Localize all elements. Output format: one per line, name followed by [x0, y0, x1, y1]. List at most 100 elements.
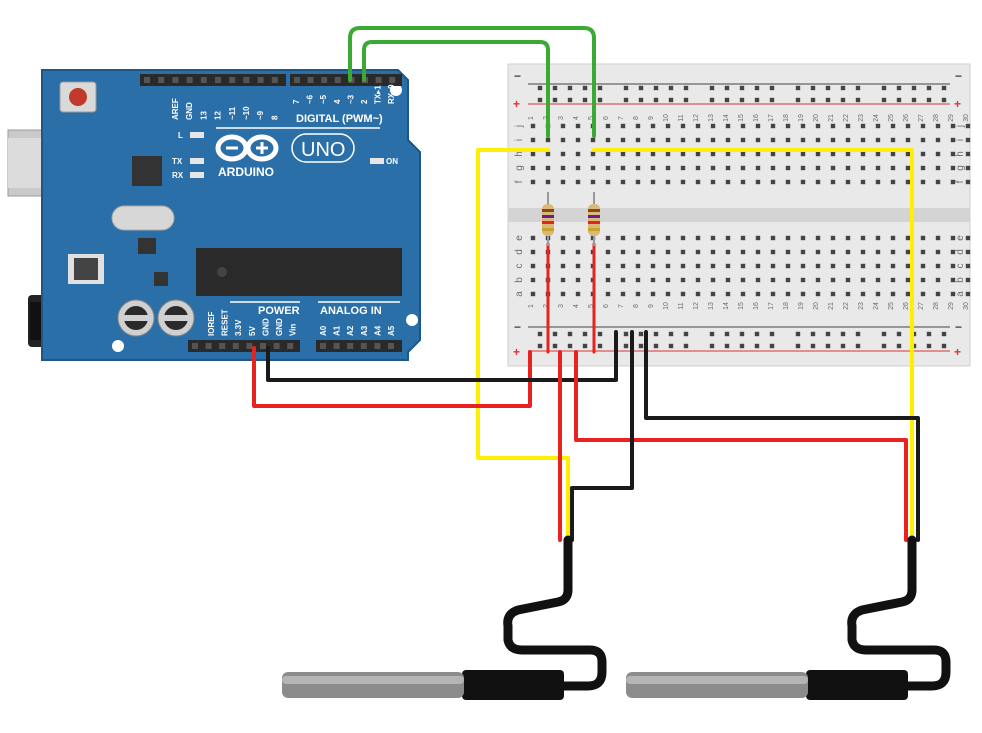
- breadboard-hole[interactable]: [920, 165, 926, 171]
- breadboard-hole[interactable]: [875, 179, 881, 185]
- breadboard-hole[interactable]: [840, 331, 846, 337]
- breadboard-hole[interactable]: [680, 277, 686, 283]
- breadboard-hole[interactable]: [845, 165, 851, 171]
- breadboard-hole[interactable]: [537, 331, 543, 337]
- breadboard-hole[interactable]: [800, 291, 806, 297]
- breadboard-hole[interactable]: [950, 165, 956, 171]
- breadboard-hole[interactable]: [560, 179, 566, 185]
- breadboard-hole[interactable]: [830, 151, 836, 157]
- breadboard-hole[interactable]: [950, 123, 956, 129]
- breadboard-hole[interactable]: [680, 151, 686, 157]
- breadboard-hole[interactable]: [638, 343, 644, 349]
- breadboard-hole[interactable]: [725, 165, 731, 171]
- breadboard-hole[interactable]: [890, 123, 896, 129]
- breadboard-hole[interactable]: [754, 85, 760, 91]
- breadboard-hole[interactable]: [680, 249, 686, 255]
- breadboard-hole[interactable]: [683, 331, 689, 337]
- breadboard-hole[interactable]: [560, 263, 566, 269]
- breadboard-hole[interactable]: [740, 277, 746, 283]
- breadboard-hole[interactable]: [695, 277, 701, 283]
- breadboard-hole[interactable]: [620, 151, 626, 157]
- breadboard-hole[interactable]: [965, 235, 971, 241]
- breadboard-hole[interactable]: [635, 151, 641, 157]
- breadboard-hole[interactable]: [830, 179, 836, 185]
- breadboard-hole[interactable]: [635, 249, 641, 255]
- breadboard-hole[interactable]: [965, 151, 971, 157]
- breadboard-hole[interactable]: [770, 263, 776, 269]
- breadboard-hole[interactable]: [695, 165, 701, 171]
- breadboard-hole[interactable]: [855, 343, 861, 349]
- breadboard-hole[interactable]: [905, 291, 911, 297]
- breadboard-hole[interactable]: [875, 291, 881, 297]
- breadboard-hole[interactable]: [926, 97, 932, 103]
- breadboard-hole[interactable]: [920, 137, 926, 143]
- breadboard-hole[interactable]: [575, 249, 581, 255]
- breadboard-hole[interactable]: [935, 179, 941, 185]
- breadboard-hole[interactable]: [810, 97, 816, 103]
- breadboard-hole[interactable]: [590, 137, 596, 143]
- breadboard-hole[interactable]: [825, 85, 831, 91]
- breadboard-hole[interactable]: [845, 249, 851, 255]
- breadboard-hole[interactable]: [881, 85, 887, 91]
- breadboard-hole[interactable]: [840, 85, 846, 91]
- breadboard-hole[interactable]: [770, 235, 776, 241]
- breadboard-hole[interactable]: [770, 123, 776, 129]
- breadboard-hole[interactable]: [695, 291, 701, 297]
- breadboard-hole[interactable]: [770, 151, 776, 157]
- breadboard-hole[interactable]: [769, 97, 775, 103]
- breadboard-hole[interactable]: [620, 235, 626, 241]
- breadboard-hole[interactable]: [680, 235, 686, 241]
- black-wire-probe-2[interactable]: [644, 330, 920, 542]
- breadboard-hole[interactable]: [635, 179, 641, 185]
- breadboard-hole[interactable]: [650, 123, 656, 129]
- breadboard-hole[interactable]: [860, 123, 866, 129]
- breadboard-hole[interactable]: [710, 151, 716, 157]
- resistor-2[interactable]: [588, 192, 600, 246]
- breadboard-hole[interactable]: [740, 165, 746, 171]
- breadboard-hole[interactable]: [650, 235, 656, 241]
- breadboard-hole[interactable]: [755, 151, 761, 157]
- breadboard-hole[interactable]: [725, 291, 731, 297]
- breadboard-hole[interactable]: [575, 291, 581, 297]
- breadboard-hole[interactable]: [815, 263, 821, 269]
- breadboard-hole[interactable]: [830, 277, 836, 283]
- breadboard-hole[interactable]: [653, 343, 659, 349]
- breadboard-hole[interactable]: [875, 235, 881, 241]
- breadboard-hole[interactable]: [605, 165, 611, 171]
- breadboard-hole[interactable]: [650, 137, 656, 143]
- breadboard-hole[interactable]: [905, 165, 911, 171]
- breadboard-hole[interactable]: [560, 165, 566, 171]
- breadboard-hole[interactable]: [875, 123, 881, 129]
- breadboard-hole[interactable]: [635, 277, 641, 283]
- breadboard-hole[interactable]: [739, 97, 745, 103]
- breadboard-hole[interactable]: [680, 263, 686, 269]
- breadboard-hole[interactable]: [860, 291, 866, 297]
- breadboard-hole[interactable]: [650, 151, 656, 157]
- breadboard-hole[interactable]: [683, 85, 689, 91]
- breadboard-hole[interactable]: [785, 235, 791, 241]
- breadboard-hole[interactable]: [530, 263, 536, 269]
- breadboard-hole[interactable]: [815, 123, 821, 129]
- breadboard-hole[interactable]: [650, 277, 656, 283]
- breadboard-hole[interactable]: [650, 249, 656, 255]
- breadboard-hole[interactable]: [926, 331, 932, 337]
- green-wire-2[interactable]: [362, 40, 550, 138]
- breadboard-hole[interactable]: [905, 277, 911, 283]
- breadboard-hole[interactable]: [815, 235, 821, 241]
- breadboard-hole[interactable]: [855, 331, 861, 337]
- breadboard-hole[interactable]: [845, 151, 851, 157]
- breadboard-hole[interactable]: [950, 263, 956, 269]
- breadboard-hole[interactable]: [769, 85, 775, 91]
- breadboard-hole[interactable]: [545, 179, 551, 185]
- breadboard-hole[interactable]: [830, 249, 836, 255]
- breadboard-hole[interactable]: [575, 179, 581, 185]
- breadboard-hole[interactable]: [560, 151, 566, 157]
- breadboard-hole[interactable]: [890, 291, 896, 297]
- breadboard-hole[interactable]: [623, 343, 629, 349]
- breadboard-hole[interactable]: [845, 235, 851, 241]
- breadboard-hole[interactable]: [800, 277, 806, 283]
- breadboard-hole[interactable]: [795, 343, 801, 349]
- breadboard-hole[interactable]: [810, 85, 816, 91]
- breadboard-hole[interactable]: [920, 123, 926, 129]
- breadboard-hole[interactable]: [860, 277, 866, 283]
